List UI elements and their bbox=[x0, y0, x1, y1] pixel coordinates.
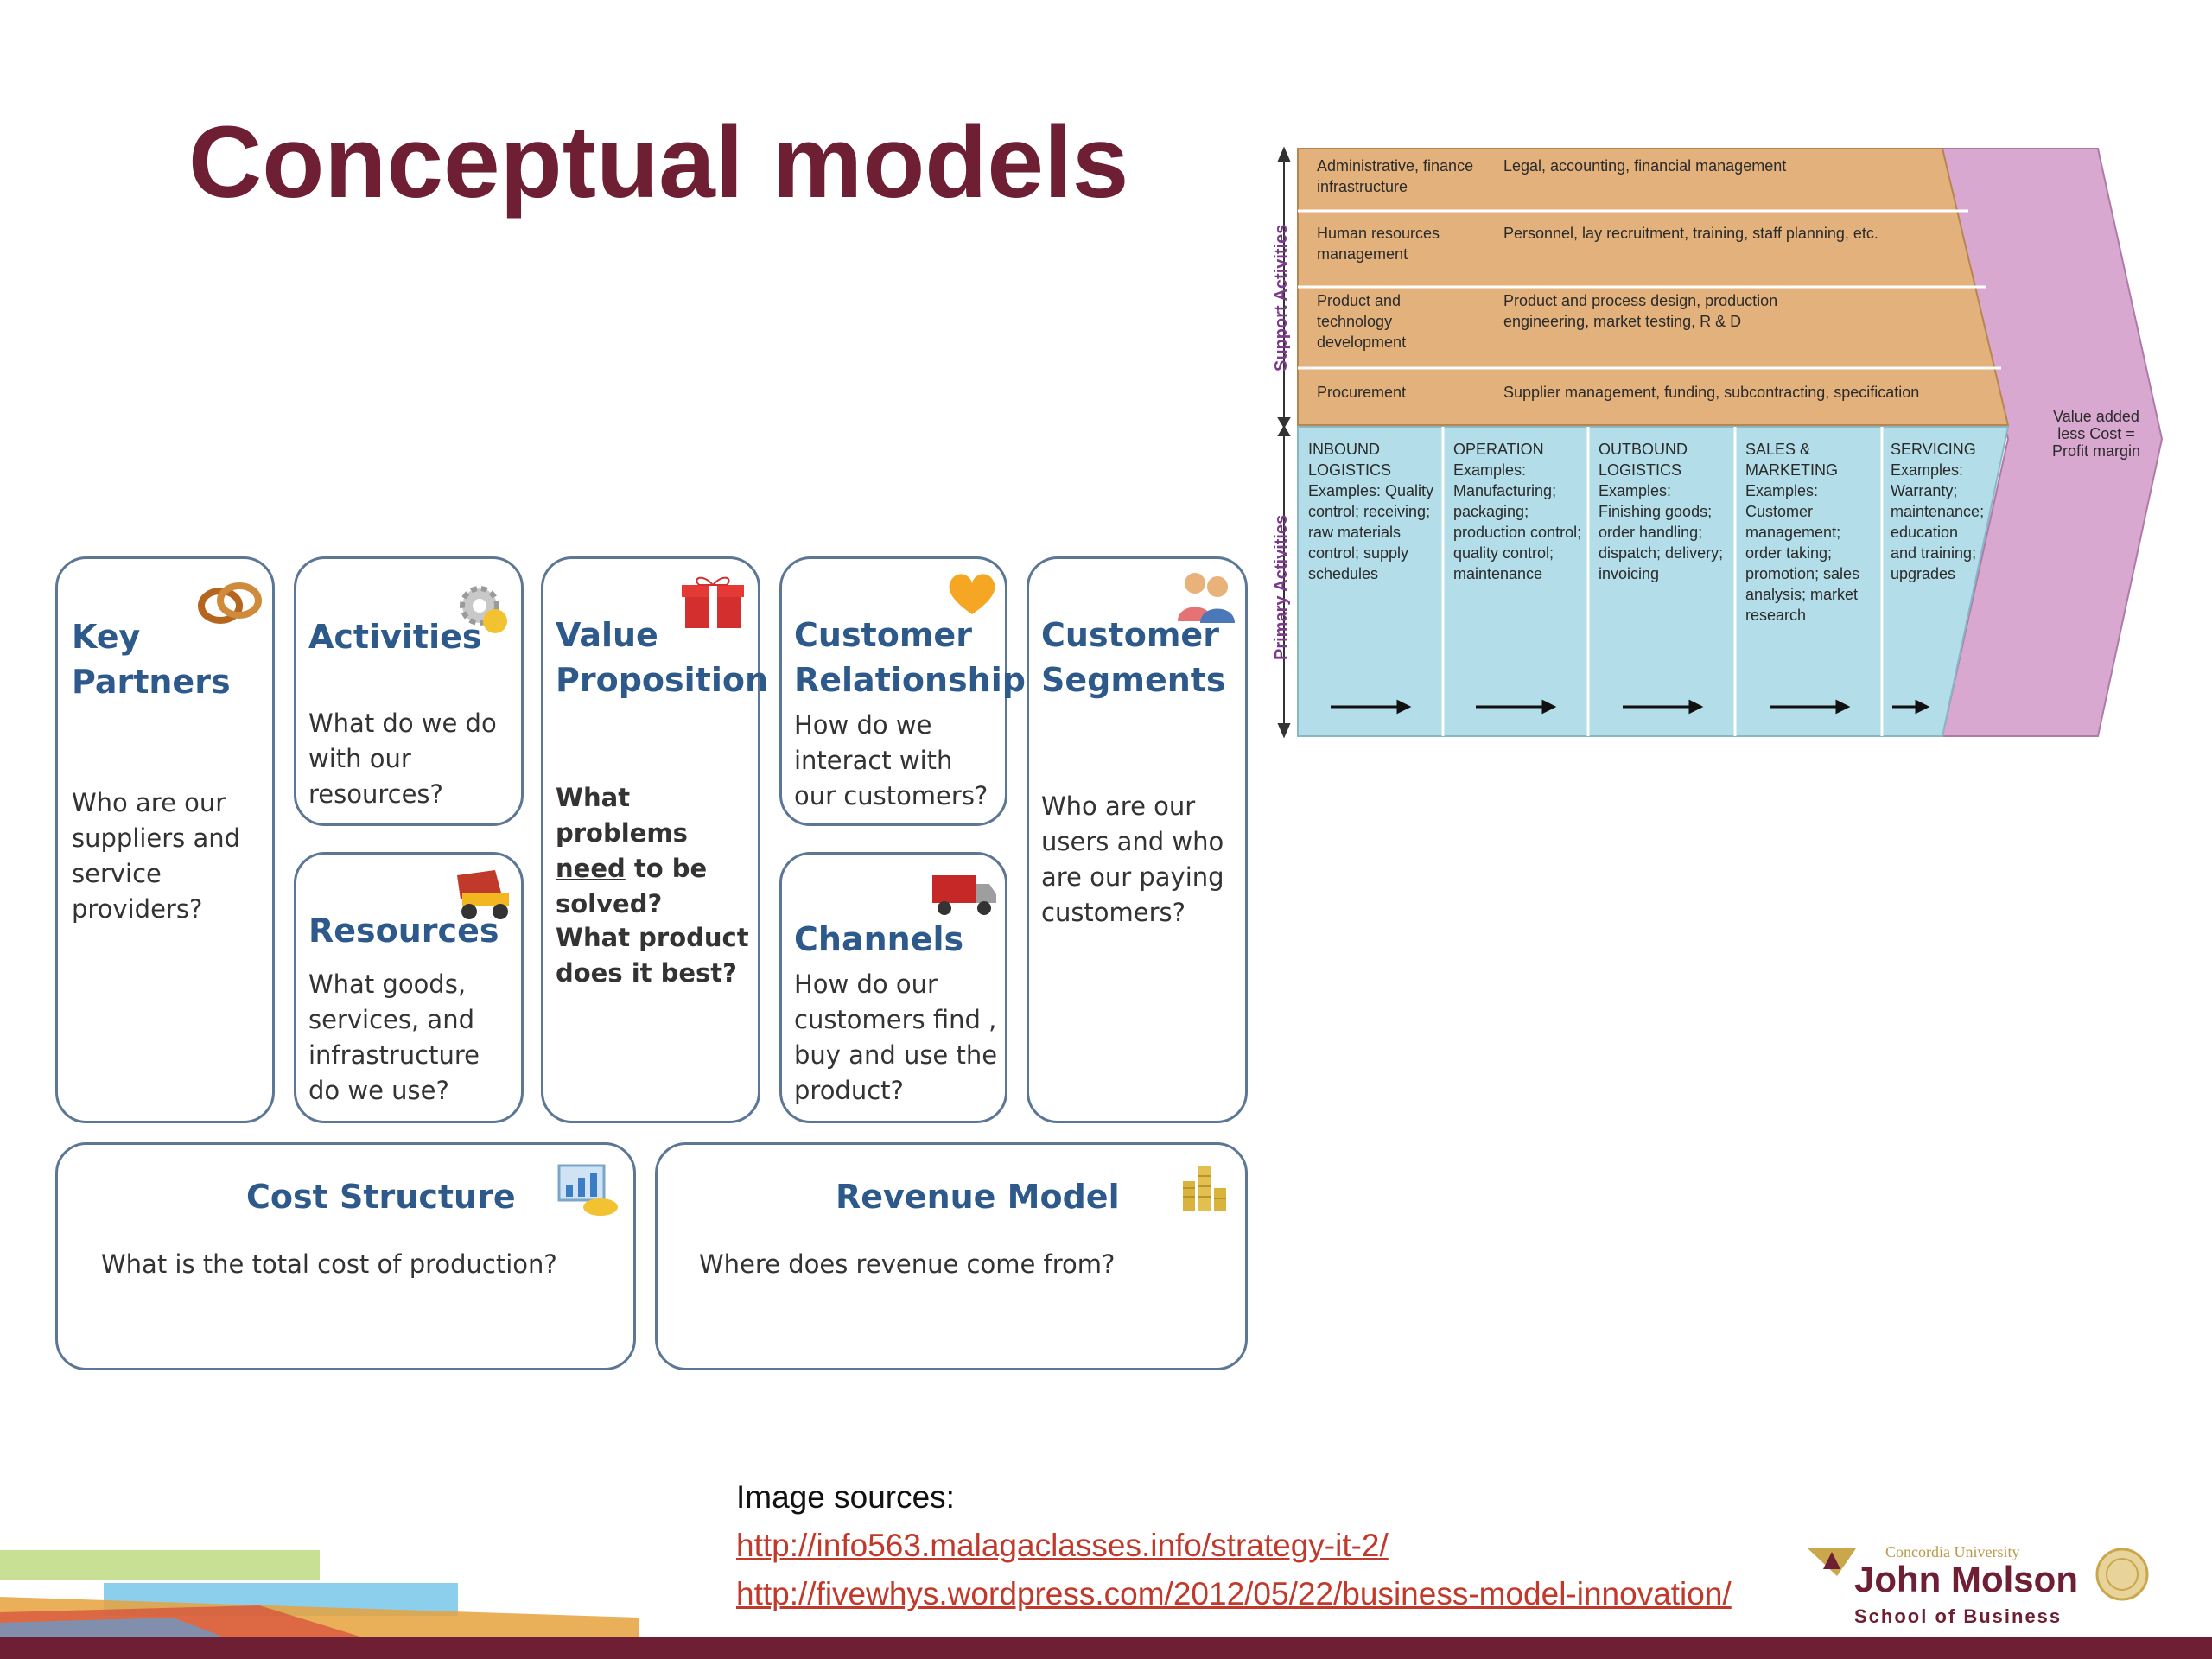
truck-icon bbox=[932, 875, 996, 915]
value-proposition-question-1: What problems need to be solved? bbox=[556, 783, 708, 918]
revenue-model-title: Revenue Model bbox=[836, 1178, 1120, 1216]
key-partners-box: Key Partners Who are our suppliers and s… bbox=[55, 556, 275, 1123]
image-sources-label: Image sources: bbox=[736, 1479, 955, 1515]
activities-question: What do we do with our resources? bbox=[308, 709, 497, 809]
footer-bar bbox=[0, 1637, 2212, 1659]
people-icon bbox=[1178, 573, 1235, 623]
value-proposition-question-2: What product does it best? bbox=[556, 923, 749, 988]
revenue-model-question: Where does revenue come from? bbox=[699, 1249, 1116, 1279]
activities-box: Activities What do we do with our resour… bbox=[294, 556, 524, 826]
channels-box: Channels How do our customers find , buy… bbox=[779, 852, 1007, 1123]
chart-money-icon bbox=[557, 1164, 618, 1216]
source-link-1[interactable]: http://info563.malagaclasses.info/strate… bbox=[736, 1528, 1389, 1563]
cost-structure-question: What is the total cost of production? bbox=[101, 1249, 557, 1279]
rings-icon bbox=[198, 582, 262, 624]
dump-truck-icon bbox=[457, 870, 509, 919]
value-chain-graphic bbox=[1277, 146, 2164, 739]
seal-icon bbox=[2095, 1548, 2149, 1601]
primary-activities-label: Primary Activities bbox=[1272, 514, 1291, 660]
value-proposition-box: Value Proposition What problems need to … bbox=[541, 556, 768, 1123]
source-link-2[interactable]: http://fivewhys.wordpress.com/2012/05/22… bbox=[736, 1576, 1732, 1611]
channels-question: How do our customers find , buy and use … bbox=[794, 969, 998, 1105]
support-activities-label: Support Activities bbox=[1272, 224, 1291, 372]
support-row-name: Procurement bbox=[1317, 384, 1407, 401]
profit-margin-label: Value added less Cost = Profit margin bbox=[2051, 408, 2141, 460]
logo-school: School of Business bbox=[1854, 1605, 2063, 1627]
revenue-model-box: Revenue Model Where does revenue come fr… bbox=[655, 1142, 1248, 1370]
slide-title: Conceptual models bbox=[188, 105, 1129, 219]
customer-relationships-box: Customer Relationships How do we interac… bbox=[779, 556, 1046, 826]
coins-icon bbox=[1183, 1166, 1226, 1211]
customer-segments-title: Customer Segments bbox=[1041, 616, 1226, 699]
key-partners-title: Key Partners bbox=[72, 618, 231, 701]
key-partners-question: Who are our suppliers and service provid… bbox=[72, 788, 241, 924]
support-row-desc: Legal, accounting, financial management bbox=[1503, 157, 1787, 175]
customer-relationships-title: Customer Relationships bbox=[794, 616, 1046, 699]
support-row-name: Product and technology development bbox=[1317, 292, 1407, 351]
value-chain-diagram: Support Activities Primary Activities Ad… bbox=[1268, 145, 2184, 740]
channels-title: Channels bbox=[794, 920, 964, 958]
customer-segments-box: Customer Segments Who are our users and … bbox=[1027, 556, 1248, 1123]
activities-title: Activities bbox=[308, 618, 482, 656]
footer-decoration bbox=[0, 1550, 639, 1637]
resources-question: What goods, services, and infrastructure… bbox=[308, 969, 480, 1105]
support-row-desc: Supplier management, funding, subcontrac… bbox=[1503, 384, 1920, 401]
logo-university: Concordia University bbox=[1885, 1543, 2020, 1560]
resources-box: Resources What goods, services, and infr… bbox=[294, 852, 524, 1123]
heart-icon bbox=[949, 574, 995, 614]
customer-segments-question: Who are our users and who are our paying… bbox=[1041, 791, 1224, 927]
gear-icon bbox=[460, 586, 507, 633]
logo-mark-icon bbox=[1808, 1548, 1856, 1576]
value-proposition-title: Value Proposition bbox=[556, 616, 768, 699]
support-row-name: Administrative, finance infrastructure bbox=[1317, 157, 1474, 195]
gift-icon bbox=[682, 576, 744, 628]
cost-structure-box: Cost Structure What is the total cost of… bbox=[55, 1142, 636, 1370]
support-row-desc: Product and process design, production e… bbox=[1503, 292, 1778, 330]
resources-title: Resources bbox=[308, 912, 499, 950]
cost-structure-title: Cost Structure bbox=[246, 1178, 516, 1216]
support-row-desc: Personnel, lay recruitment, training, st… bbox=[1503, 225, 1878, 242]
jmsb-logo: Concordia University John Molson School … bbox=[1806, 1540, 2078, 1635]
support-row-name: Human resources management bbox=[1317, 225, 1440, 263]
customer-relationships-question: How do we interact with our customers? bbox=[794, 710, 988, 810]
logo-name: John Molson bbox=[1854, 1559, 2078, 1599]
